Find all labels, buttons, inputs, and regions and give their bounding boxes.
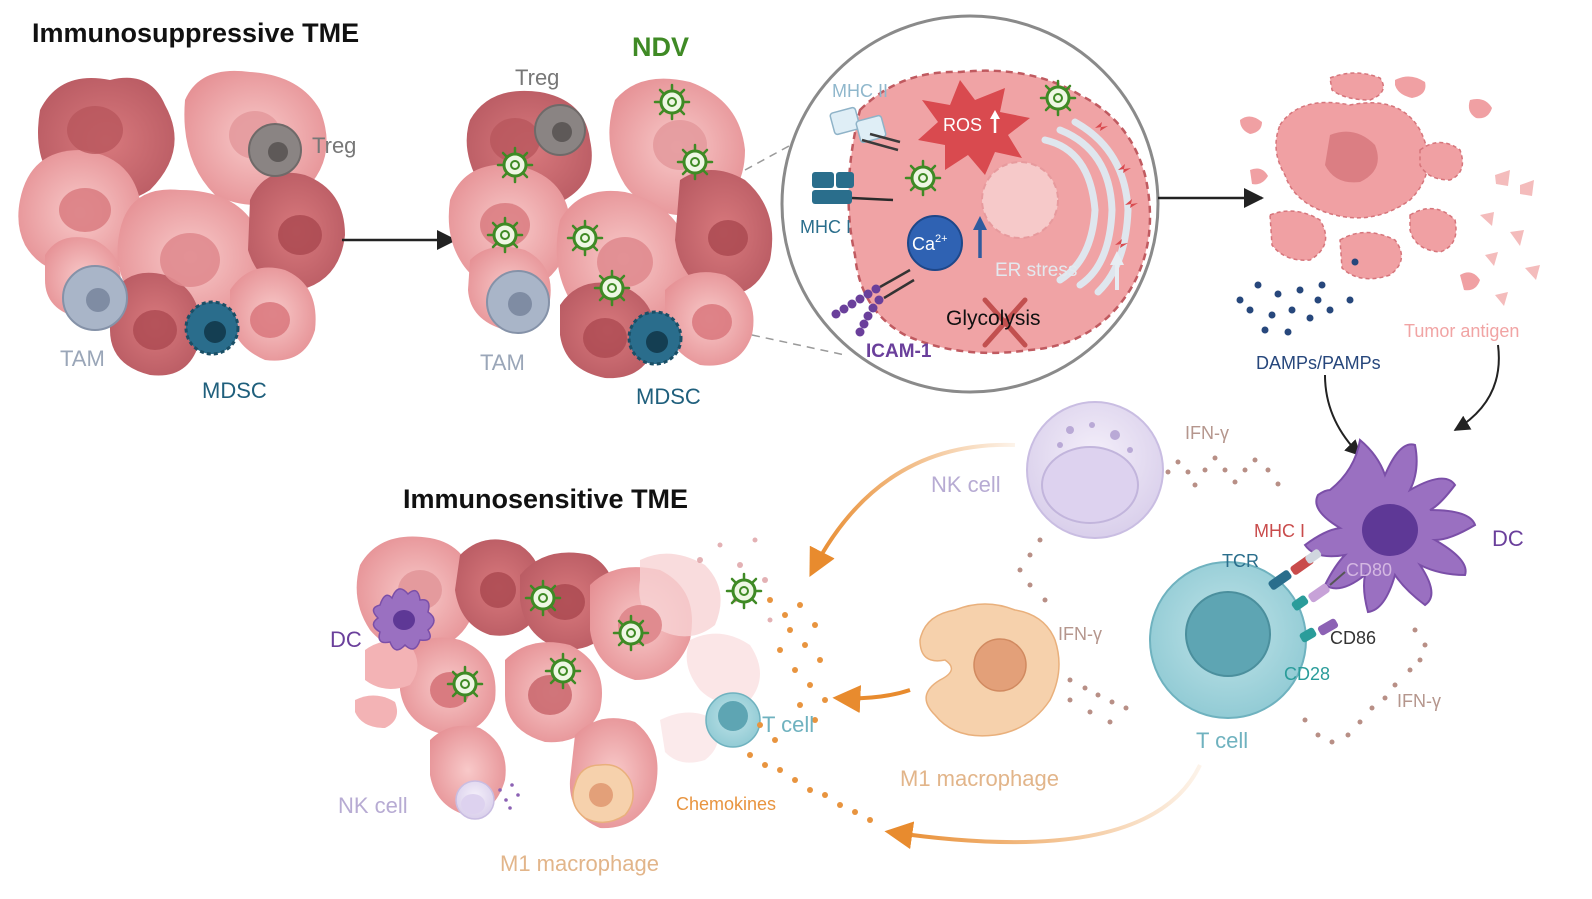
t-cell-small: [705, 692, 761, 748]
label-cd28: CD28: [1284, 664, 1330, 684]
label-nk-cell: NK cell: [338, 793, 408, 818]
ndv-virus-icon: [593, 269, 631, 307]
label-ifn-gamma: IFN-γ: [1185, 423, 1229, 443]
label-ros: ROS: [943, 115, 982, 135]
treg-cell: [534, 104, 586, 156]
label-tam: TAM: [60, 346, 105, 371]
chemokine-particles: [747, 597, 873, 823]
mhc-i-receptor-icon: [812, 172, 894, 204]
label-er-stress: ER stress: [995, 260, 1077, 281]
ndv-virus-icon: [566, 219, 604, 257]
glycolysis-blocked-icon: [982, 297, 1028, 348]
tam-cell: [486, 270, 550, 334]
zoom-guide-line: [751, 334, 846, 356]
ifn-gamma-particles: [1017, 455, 1428, 745]
label-tumor-antigen: Tumor antigen: [1404, 321, 1519, 341]
label-tam: TAM: [480, 350, 525, 375]
ndv-virus-icon: [676, 143, 714, 181]
immunosuppressive-tumor-cluster: [18, 70, 345, 376]
m1-macrophage-large: [919, 603, 1060, 737]
m1-macrophage-small: [572, 763, 634, 824]
t-cell-large: [1149, 561, 1307, 719]
mitochondria-icon: [981, 161, 1059, 239]
ndv-virus-icon: [612, 614, 650, 652]
nk-cell-small: [455, 780, 520, 820]
ndv-infected-tumor-cluster: [448, 78, 773, 379]
label-dc: DC: [1492, 526, 1524, 551]
macrophage-recruitment-arrow: [832, 685, 911, 714]
label-icam-1: ICAM-1: [866, 341, 932, 362]
tam-cell: [62, 265, 128, 331]
label-mhc-ii: MHC II: [832, 81, 888, 101]
label-t-cell: T cell: [1196, 728, 1248, 753]
ndv-virus-icon: [653, 83, 691, 121]
ndv-virus-icon: [524, 579, 562, 617]
heading-ndv: NDV: [632, 32, 689, 62]
label-t-cell: T cell: [762, 712, 814, 737]
label-tcr: TCR: [1222, 551, 1259, 571]
label-cd80: CD80: [1346, 560, 1392, 580]
cd86-cd28-pair: [1299, 618, 1339, 643]
label-mdsc: MDSC: [636, 384, 701, 409]
ndv-virus-icon: [904, 159, 942, 197]
label-chemokines: Chemokines: [676, 794, 776, 814]
lysing-cell: [660, 712, 719, 763]
heading-immunosensitive-tme: Immunosensitive TME: [403, 484, 688, 514]
calcium-ion-icon: [907, 215, 963, 271]
label-ifn-gamma: IFN-γ: [1397, 691, 1441, 711]
label-mhc-i: MHC I: [800, 217, 851, 237]
antigen-to-dc-arrow: [1324, 374, 1362, 457]
cd80-cd28-pair: [1291, 571, 1346, 611]
zoom-guide-line: [744, 139, 801, 171]
lysing-cell: [686, 633, 760, 704]
mdsc-cell: [627, 310, 683, 366]
er-stress-mark-icon: [1095, 122, 1138, 248]
er-stress-up-arrow: [1110, 251, 1124, 290]
t-cell-recruitment-arrow: [884, 764, 1202, 850]
ndv-virus-icon: [725, 572, 763, 610]
tcr-mhc-i-pair: [1268, 549, 1322, 590]
nk-cell-large: [1026, 401, 1164, 539]
label-dc: DC: [330, 627, 362, 652]
label-nk-cell: NK cell: [931, 472, 1001, 497]
treg-cell: [248, 123, 302, 177]
label-damps-pamps: DAMPs/PAMPs: [1256, 353, 1381, 373]
immunosensitive-tumor-cluster: [355, 536, 773, 829]
label-mhc-i: MHC I: [1254, 521, 1305, 541]
antigen-to-dc-arrow: [1453, 344, 1500, 431]
ndv-virus-icon: [496, 146, 534, 184]
ros-up-arrow: [990, 110, 1000, 133]
mdsc-cell: [184, 300, 240, 356]
ndv-virus-icon: [544, 652, 582, 690]
icam-1-receptor-icon: [831, 268, 915, 337]
ndv-virus-icon: [1039, 79, 1077, 117]
label-treg: Treg: [312, 133, 356, 158]
label-ifn-gamma: IFN-γ: [1058, 624, 1102, 644]
label-cd86: CD86: [1330, 628, 1376, 648]
mhc-ii-receptor-icon: [829, 106, 901, 152]
heading-immunosuppressive-tme: Immunosuppressive TME: [32, 18, 359, 48]
dendritic-cell-small: [372, 588, 435, 651]
label-m1-macrophage: M1 macrophage: [500, 851, 659, 876]
label-glycolysis: Glycolysis: [946, 307, 1041, 330]
label-m1-macrophage: M1 macrophage: [900, 766, 1059, 791]
label-calcium: Ca2+: [912, 233, 948, 254]
ndv-virus-icon: [486, 216, 524, 254]
ros-burst-icon: [918, 80, 1030, 175]
lysed-tumor-fragments: [1236, 72, 1540, 336]
endoplasmic-reticulum-icon: [1041, 118, 1132, 296]
label-mdsc: MDSC: [202, 378, 267, 403]
zoomed-infected-cell: [780, 14, 1160, 394]
immune-synapse: [1268, 549, 1346, 643]
tumor-cell: [355, 695, 398, 728]
damps-pamps-particles: [1236, 258, 1359, 336]
label-treg: Treg: [515, 65, 559, 90]
lysing-cell: [639, 553, 721, 637]
tumor-cell: [365, 641, 418, 689]
nk-recruitment-arrow: [809, 442, 1016, 577]
dendritic-cell-large: [1303, 438, 1477, 614]
ndv-virus-icon: [446, 665, 484, 703]
